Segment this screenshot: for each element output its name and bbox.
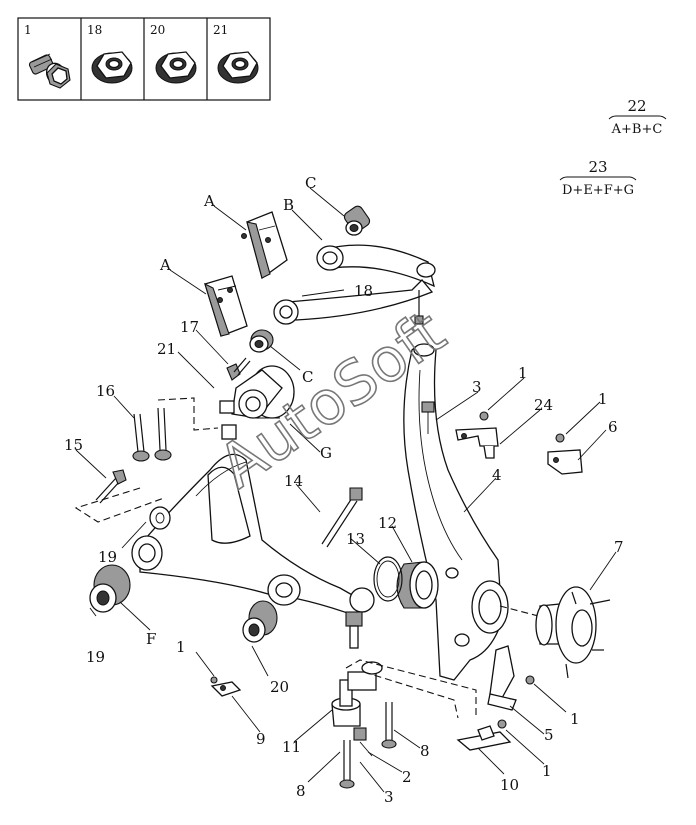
bolt-14 <box>321 487 363 548</box>
callout-a: A <box>203 192 215 210</box>
bushing-19 <box>149 506 171 530</box>
legend-box-number: 18 <box>87 23 102 37</box>
callout-1: 1 <box>176 638 186 656</box>
nut-3 <box>421 401 435 434</box>
bracket-10 <box>456 725 512 751</box>
callout-17: 17 <box>180 318 199 336</box>
callout-f: F <box>146 630 156 648</box>
callout-8: 8 <box>420 742 430 760</box>
legend-box-number: 1 <box>24 23 32 37</box>
lower-control-arm <box>131 453 375 617</box>
nut-2 <box>353 727 373 757</box>
bushing-c-upper <box>343 205 371 236</box>
callout-19: 19 <box>98 548 117 566</box>
bracket-5 <box>487 645 517 711</box>
callout-13: 13 <box>346 530 365 548</box>
pad-a-lower <box>204 275 248 337</box>
wheel-hub-7 <box>535 586 611 679</box>
kit-number: 22 <box>627 97 646 115</box>
legend-box-number: 20 <box>150 23 165 37</box>
flange-nut-21 <box>219 400 237 440</box>
legend-box-number: 21 <box>213 23 228 37</box>
kit-23: 23 D+E+F+G <box>559 158 637 198</box>
callout-11: 11 <box>282 738 301 756</box>
bolt-8 <box>339 702 397 789</box>
ball-joint-11 <box>331 679 361 727</box>
callout-12: 12 <box>378 514 397 532</box>
callout-10: 10 <box>500 776 519 794</box>
wheel-bearing-12 <box>396 561 439 609</box>
assembly-dash-line <box>363 671 459 719</box>
callout-b: B <box>283 196 294 214</box>
callout-c: C <box>302 368 313 386</box>
bracket-6 <box>547 449 583 475</box>
callout-14: 14 <box>284 472 303 490</box>
kit-composition: A+B+C <box>611 122 663 137</box>
assembly-dash-line <box>345 659 477 718</box>
pad-a-upper <box>241 211 288 280</box>
callout-18: 18 <box>354 282 373 300</box>
kit-number: 23 <box>588 158 607 176</box>
callout-24: 24 <box>534 396 553 414</box>
callout-7: 7 <box>614 538 624 556</box>
callout-6: 6 <box>608 418 618 436</box>
flange-nut-icon <box>91 51 133 84</box>
bushing-20 <box>242 600 278 643</box>
callout-2: 2 <box>402 768 412 786</box>
callout-5: 5 <box>544 726 554 744</box>
callout-3: 3 <box>472 378 482 396</box>
callout-9: 9 <box>256 730 266 748</box>
ball-joint-housing <box>347 661 383 691</box>
callout-21: 21 <box>157 340 176 358</box>
ball-joint-stud <box>345 611 363 649</box>
kit-composition: D+E+F+G <box>562 183 634 198</box>
callout-8: 8 <box>296 782 306 800</box>
bushing-f <box>89 564 131 613</box>
kit-22: 22 A+B+C <box>608 97 667 137</box>
callout-4: 4 <box>492 466 502 484</box>
assembly-dash-line <box>74 487 165 523</box>
leader-lines <box>75 187 617 793</box>
bolt-16 <box>132 407 172 462</box>
snap-ring-13 <box>373 556 403 602</box>
flange-nut-icon <box>155 51 197 84</box>
flange-nut-icon <box>217 51 259 84</box>
bracket-9 <box>210 681 242 697</box>
callout-a: A <box>159 256 171 274</box>
callout-15: 15 <box>64 436 83 454</box>
steering-knuckle <box>403 343 509 681</box>
bracket-24 <box>455 427 499 459</box>
callout-1: 1 <box>542 762 552 780</box>
hex-flange-bolt-icon <box>28 53 71 89</box>
callout-g: G <box>320 444 332 462</box>
bushing-c-lower <box>249 329 274 353</box>
callout-1: 1 <box>518 364 528 382</box>
callout-1: 1 <box>598 390 608 408</box>
callout-c: C <box>305 174 316 192</box>
callout-19: 19 <box>86 648 105 666</box>
bolt-15 <box>95 469 127 504</box>
small-bolt-1 <box>210 411 565 729</box>
bolt-17 <box>226 357 251 381</box>
callout-16: 16 <box>96 382 115 400</box>
callout-3: 3 <box>384 788 394 806</box>
callout-20: 20 <box>270 678 289 696</box>
legend-box-table <box>17 17 271 101</box>
callout-1: 1 <box>570 710 580 728</box>
upper-control-arm <box>273 244 436 325</box>
assembly-dash-line <box>157 397 219 431</box>
